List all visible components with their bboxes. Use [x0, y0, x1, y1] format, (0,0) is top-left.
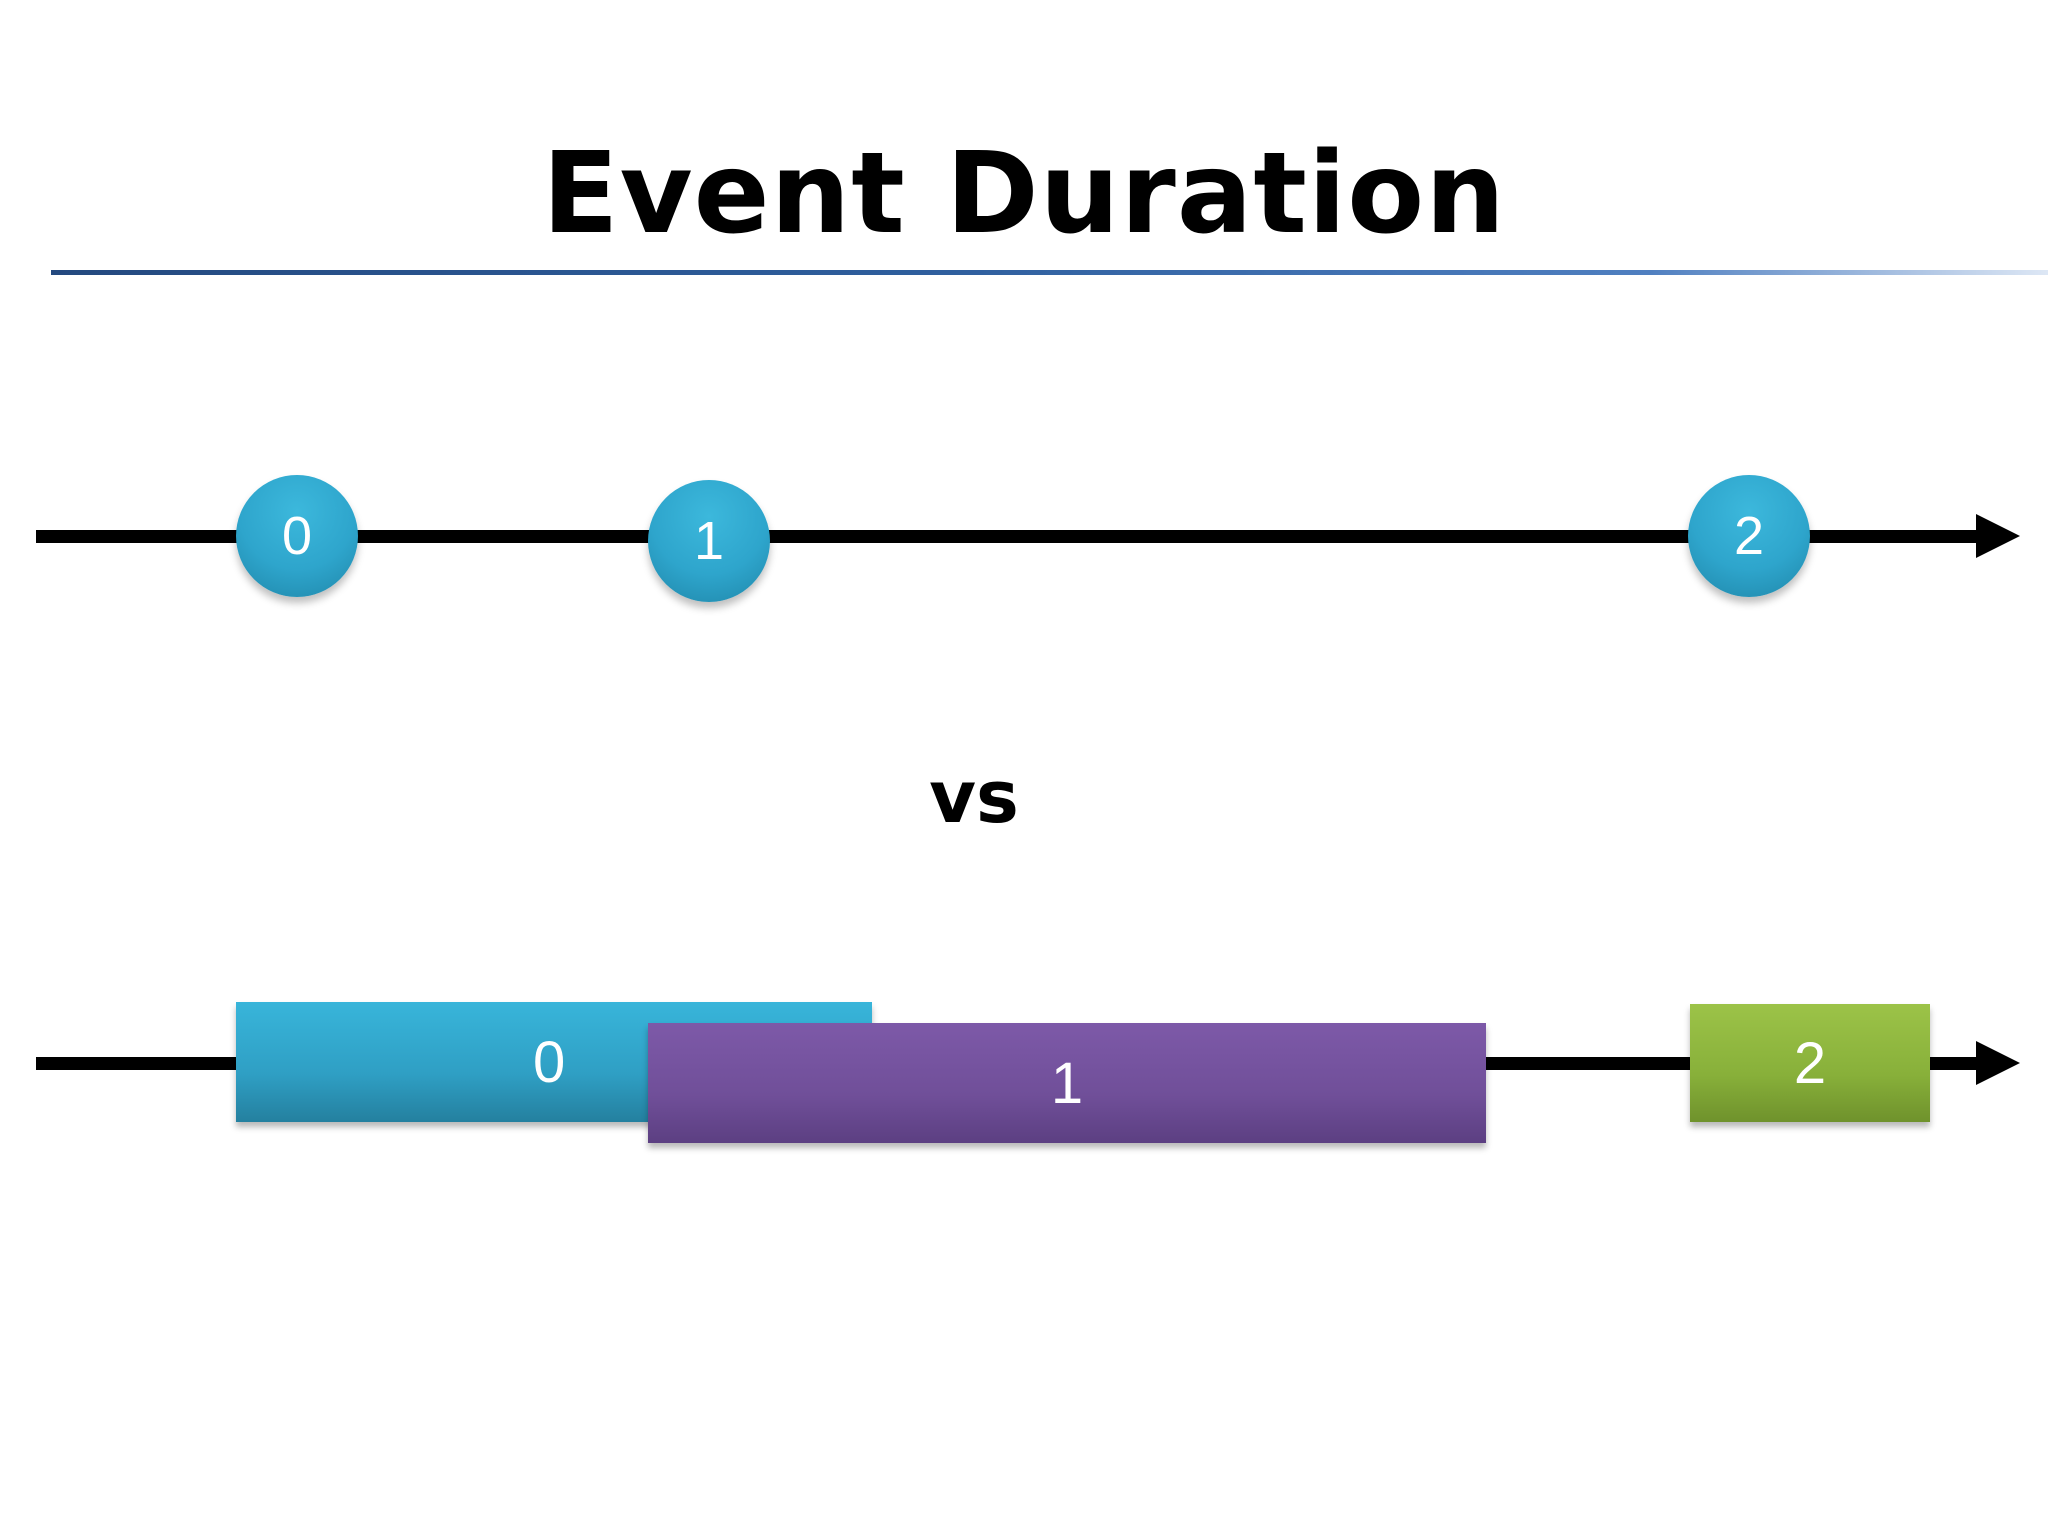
marble-event-2: 2: [1688, 475, 1810, 597]
marble-label: 2: [1733, 506, 1765, 566]
top-timeline-line: [36, 530, 1996, 543]
duration-label: 2: [1793, 1030, 1827, 1096]
top-timeline-arrow-icon: [1976, 514, 2020, 558]
versus-label: vs: [929, 755, 1019, 839]
duration-event-1: 1: [648, 1023, 1486, 1143]
duration-event-2: 2: [1690, 1004, 1930, 1122]
marble-label: 1: [693, 511, 725, 571]
title-underline: [51, 270, 2048, 275]
duration-label: 1: [1050, 1050, 1084, 1116]
page-title: Event Duration: [542, 129, 1506, 259]
bottom-timeline-arrow-icon: [1976, 1041, 2020, 1085]
marble-label: 0: [281, 506, 313, 566]
marble-event-1: 1: [648, 480, 770, 602]
duration-label: 0: [533, 1029, 566, 1095]
marble-event-0: 0: [236, 475, 358, 597]
